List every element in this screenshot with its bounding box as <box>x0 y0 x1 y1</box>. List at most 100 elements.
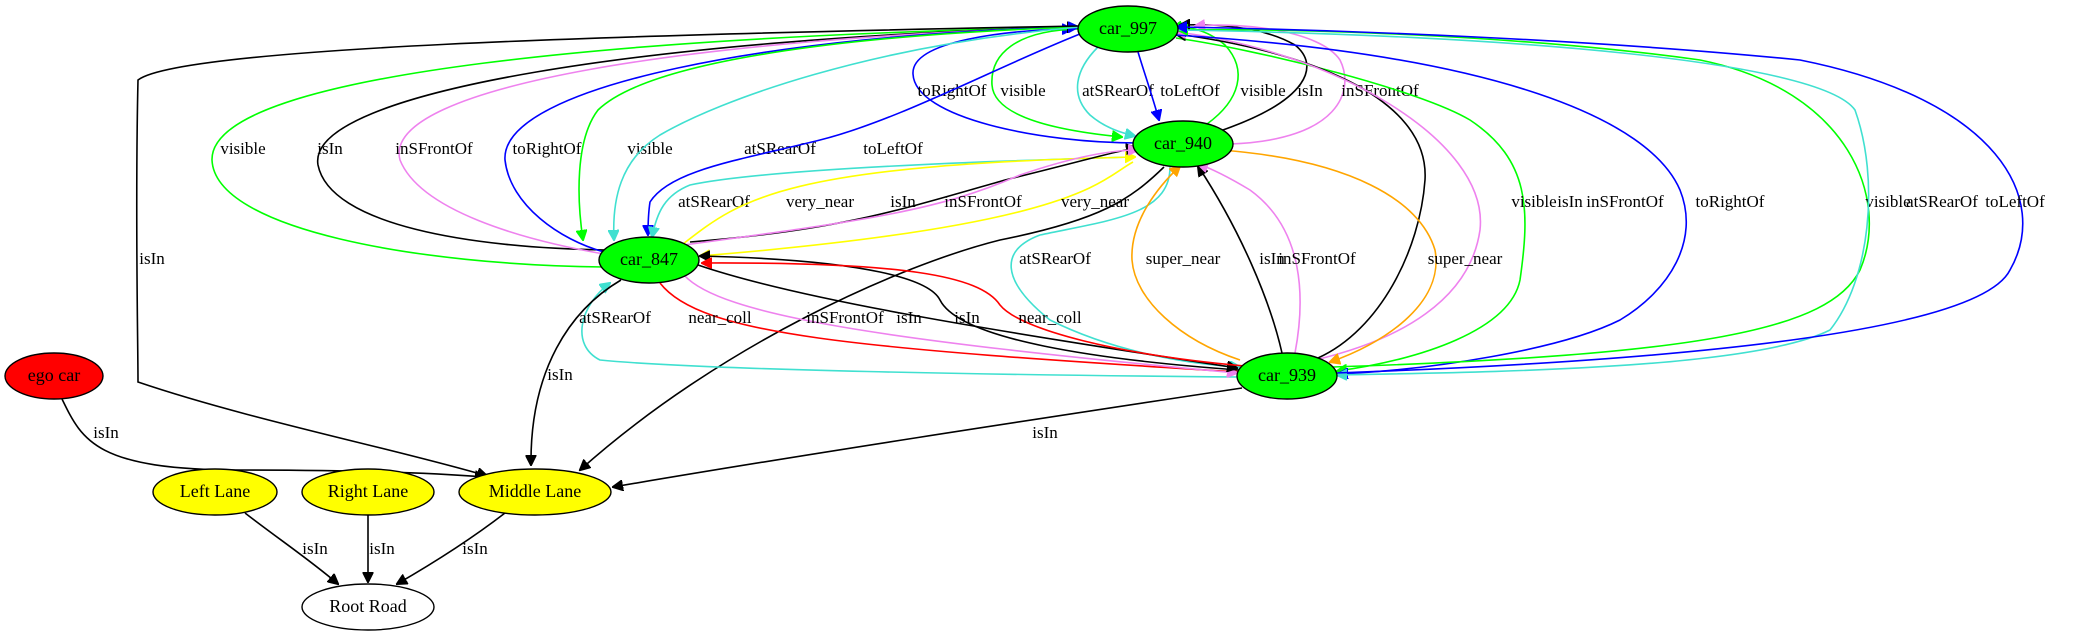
edge-car_847-car_997-toRightOf: toRightOf <box>504 27 1078 253</box>
node-car-939[interactable]: car_939 <box>1236 352 1338 400</box>
edge-label: inSFrontOf <box>1586 192 1664 211</box>
edge-car_939-car_940-super_near: super_near <box>1131 166 1241 361</box>
edge-label: visible <box>1511 192 1556 211</box>
edge-car_847-car_997-inSFrontOf: inSFrontOf <box>395 27 1078 256</box>
edge-line <box>1176 32 1482 361</box>
edge-car_939-car_997-inSFrontOf: inSFrontOf <box>1176 32 1664 361</box>
edge-line <box>581 283 1238 378</box>
edge-middle_lane-root_road-isIn: isIn <box>397 512 506 584</box>
node-label: Left Lane <box>180 481 250 501</box>
edge-label: isIn <box>369 539 395 558</box>
edge-line <box>700 161 1134 256</box>
edge-car_847-car_940-very_near: very_near <box>682 157 1135 245</box>
node-shape <box>152 468 278 516</box>
edge-car_847-car_940-inSFrontOf: inSFrontOf <box>683 150 1138 246</box>
nodes-layer: car_997 car_940 car_847 car_939 ego carLeft … <box>4 5 1338 631</box>
edge-label: super_near <box>1146 249 1221 268</box>
edge-line <box>613 387 1243 487</box>
edge-label: inSFrontOf <box>1278 249 1356 268</box>
edge-label: toRightOf <box>1696 192 1765 211</box>
edge-line <box>398 27 1078 256</box>
node-car-847[interactable]: car_847 <box>598 236 700 284</box>
edge-line <box>1076 46 1135 136</box>
edge-car_997-car_940-atSRearOf: atSRearOf <box>1076 46 1154 136</box>
edge-label: isIn <box>317 139 343 158</box>
edge-label: visible <box>220 139 265 158</box>
edge-label: toLeftOf <box>1985 192 2045 211</box>
edge-line <box>683 150 1138 246</box>
edge-car_940-car_997-inSFrontOf: inSFrontOf <box>1195 25 1419 145</box>
edge-car_939-car_940-inSFrontOf: inSFrontOf <box>1198 164 1356 354</box>
node-shape <box>598 236 700 284</box>
edge-label: toRightOf <box>513 139 582 158</box>
edge-line <box>580 166 1165 470</box>
edge-car_939-car_847-isIn: isIn <box>700 256 1240 371</box>
edge-line <box>504 27 1078 253</box>
node-label: car_940 <box>1154 133 1212 153</box>
edge-line <box>531 279 622 465</box>
edge-car_939-car_997-toLeftOf: toLeftOf <box>1177 27 2045 374</box>
node-car-997[interactable]: car_997 <box>1077 5 1179 53</box>
edge-label: isIn <box>954 308 980 327</box>
edge-label: visible <box>1000 81 1045 100</box>
edge-label: inSFrontOf <box>806 308 884 327</box>
edge-car_940-car_939-super_near: super_near <box>1220 149 1503 362</box>
edge-label: atSRearOf <box>1906 192 1978 211</box>
edge-label: isIn <box>890 192 916 211</box>
edge-car_997-car_939-toRightOf: toRightOf <box>1174 34 1765 374</box>
edge-label: visible <box>1865 192 1910 211</box>
node-label: Root Road <box>329 596 407 616</box>
edge-line <box>244 512 338 584</box>
node-label: Middle Lane <box>489 481 581 501</box>
edge-line <box>614 26 1081 240</box>
edge-line <box>1131 166 1241 361</box>
node-ego-car[interactable]: ego car <box>4 352 104 400</box>
node-label: car_997 <box>1099 18 1157 38</box>
node-shape <box>1077 5 1179 53</box>
edge-line <box>991 28 1122 137</box>
edge-label: toLeftOf <box>1160 81 1220 100</box>
edge-line <box>397 512 506 584</box>
node-shape <box>458 468 612 516</box>
edge-line <box>659 282 1237 372</box>
edge-car_939-car_847-atSRearOf: atSRearOf <box>579 283 1238 378</box>
edge-label: isIn <box>1259 249 1285 268</box>
edge-line <box>682 157 1135 245</box>
edge-car_847-car_940-isIn: isIn <box>689 148 1136 243</box>
edge-label: isIn <box>1557 192 1583 211</box>
node-left-lane[interactable]: Left Lane <box>152 468 278 516</box>
edge-label: visible <box>1240 81 1285 100</box>
node-middle-lane[interactable]: Middle Lane <box>458 468 612 516</box>
edge-car_997-middle_lane-isIn: isIn <box>135 25 1079 476</box>
edge-line <box>1177 27 2024 374</box>
node-root-road[interactable]: Root Road <box>301 583 435 631</box>
node-shape <box>1132 120 1234 168</box>
edge-label: atSRearOf <box>1082 81 1154 100</box>
edge-line <box>1175 29 1870 375</box>
edge-line <box>317 27 1077 251</box>
edge-car_997-car_940-visible: visible <box>991 28 1122 137</box>
edge-label: isIn <box>1297 81 1323 100</box>
node-right-lane[interactable]: Right Lane <box>301 468 435 516</box>
edge-line <box>1220 149 1437 362</box>
edge-label: isIn <box>547 365 573 384</box>
edge-label: atSRearOf <box>579 308 651 327</box>
edge-line <box>1198 164 1301 354</box>
edge-label: inSFrontOf <box>1341 81 1419 100</box>
edge-car_997-car_940-toLeftOf: toLeftOf <box>1137 51 1220 120</box>
node-label: car_847 <box>620 249 678 269</box>
edge-label: atSRearOf <box>1019 249 1091 268</box>
edge-label: atSRearOf <box>678 192 750 211</box>
edge-label: isIn <box>462 539 488 558</box>
edge-line <box>135 25 1079 476</box>
edge-car_940-middle_lane-isIn <box>580 166 1165 470</box>
edge-label: super_near <box>1428 249 1503 268</box>
edge-label: isIn <box>1032 423 1058 442</box>
edge-car_997-car_847-toLeftOf: toLeftOf <box>648 31 1086 235</box>
edge-label: near_coll <box>1018 308 1082 327</box>
edge-line <box>211 27 1078 268</box>
node-car-940[interactable]: car_940 <box>1132 120 1234 168</box>
edge-line <box>683 274 1237 373</box>
